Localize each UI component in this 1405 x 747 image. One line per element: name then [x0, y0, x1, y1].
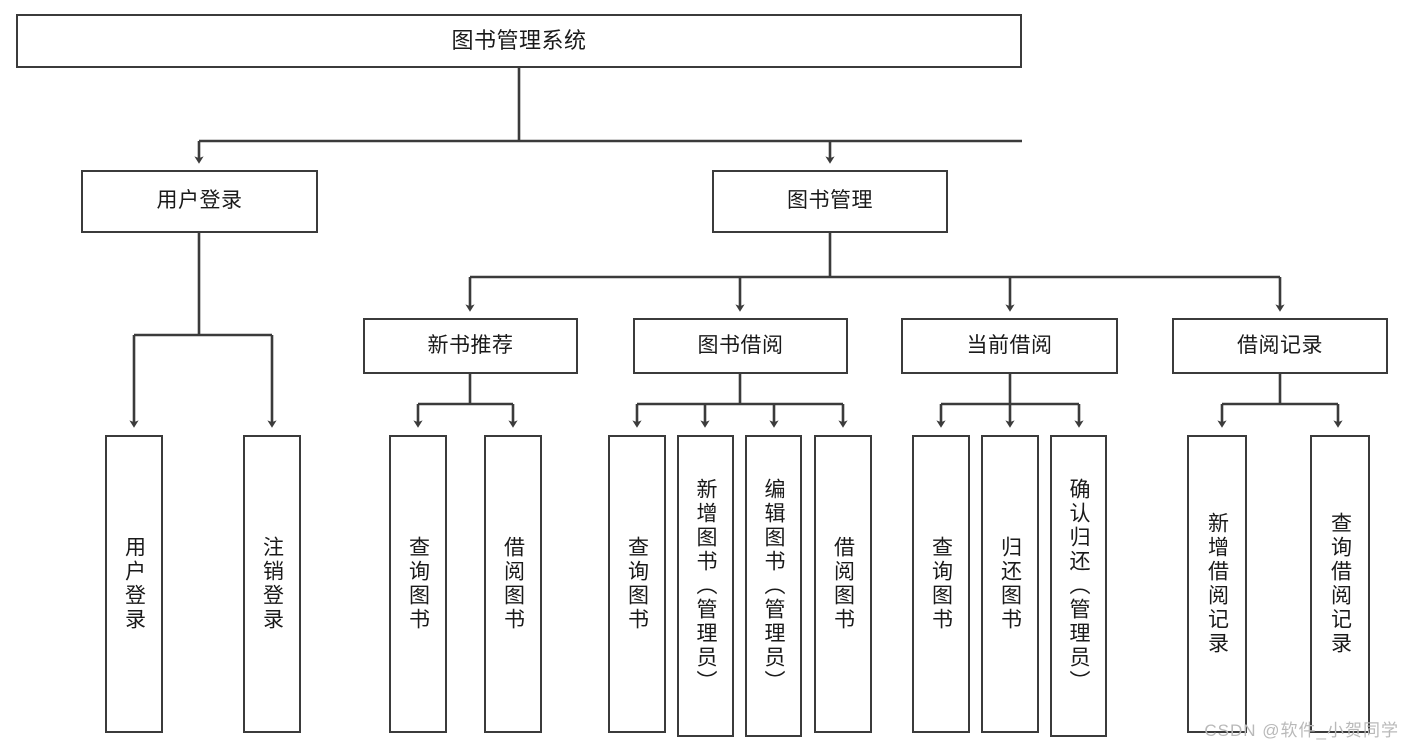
leaf-query-borrow-record[interactable]: 查询借阅记录 [1310, 435, 1370, 733]
node-label: 查询图书 [406, 536, 430, 632]
node-label: 用户登录 [122, 536, 146, 632]
node-book-borrow[interactable]: 图书借阅 [633, 318, 848, 374]
node-label: 新增借阅记录 [1205, 512, 1229, 656]
node-label: 查询图书 [929, 536, 953, 632]
node-label: 注销登录 [260, 536, 284, 632]
node-label: 查询借阅记录 [1328, 512, 1352, 656]
node-label: 借阅图书 [501, 536, 525, 632]
node-user-login[interactable]: 用户登录 [81, 170, 318, 233]
node-label: 编辑图书（管理员） [762, 478, 785, 694]
node-label: 借阅记录 [1237, 333, 1323, 357]
leaf-edit-book-admin[interactable]: 编辑图书（管理员） [745, 435, 802, 737]
node-label: 新增图书（管理员） [694, 478, 717, 694]
leaf-query-book-current[interactable]: 查询图书 [912, 435, 970, 733]
node-label: 借阅图书 [831, 536, 855, 632]
node-root-system[interactable]: 图书管理系统 [16, 14, 1022, 68]
leaf-logout-login[interactable]: 注销登录 [243, 435, 301, 733]
node-label: 图书管理 [787, 189, 873, 213]
leaf-borrow-book-recommend[interactable]: 借阅图书 [484, 435, 542, 733]
leaf-add-borrow-record[interactable]: 新增借阅记录 [1187, 435, 1247, 733]
leaf-add-book-admin[interactable]: 新增图书（管理员） [677, 435, 734, 737]
leaf-return-book[interactable]: 归还图书 [981, 435, 1039, 733]
node-label: 当前借阅 [966, 333, 1053, 357]
leaf-user-login[interactable]: 用户登录 [105, 435, 163, 733]
leaf-borrow-book[interactable]: 借阅图书 [814, 435, 872, 733]
node-label: 图书管理系统 [451, 28, 587, 54]
leaf-query-book-recommend[interactable]: 查询图书 [389, 435, 447, 733]
node-borrow-record[interactable]: 借阅记录 [1172, 318, 1388, 374]
node-book-management[interactable]: 图书管理 [712, 170, 948, 233]
leaf-confirm-return-admin[interactable]: 确认归还（管理员） [1050, 435, 1107, 737]
node-label: 归还图书 [998, 536, 1022, 632]
node-label: 查询图书 [625, 536, 649, 632]
node-label: 用户登录 [156, 189, 243, 213]
node-label: 图书借阅 [697, 333, 784, 357]
node-current-borrow[interactable]: 当前借阅 [901, 318, 1118, 374]
leaf-query-book-borrow[interactable]: 查询图书 [608, 435, 666, 733]
node-new-book-recommend[interactable]: 新书推荐 [363, 318, 578, 374]
node-label: 确认归还（管理员） [1067, 478, 1090, 694]
csdn-watermark: CSDN @软件_小贺同学 [1204, 721, 1399, 740]
node-label: 新书推荐 [427, 333, 514, 357]
